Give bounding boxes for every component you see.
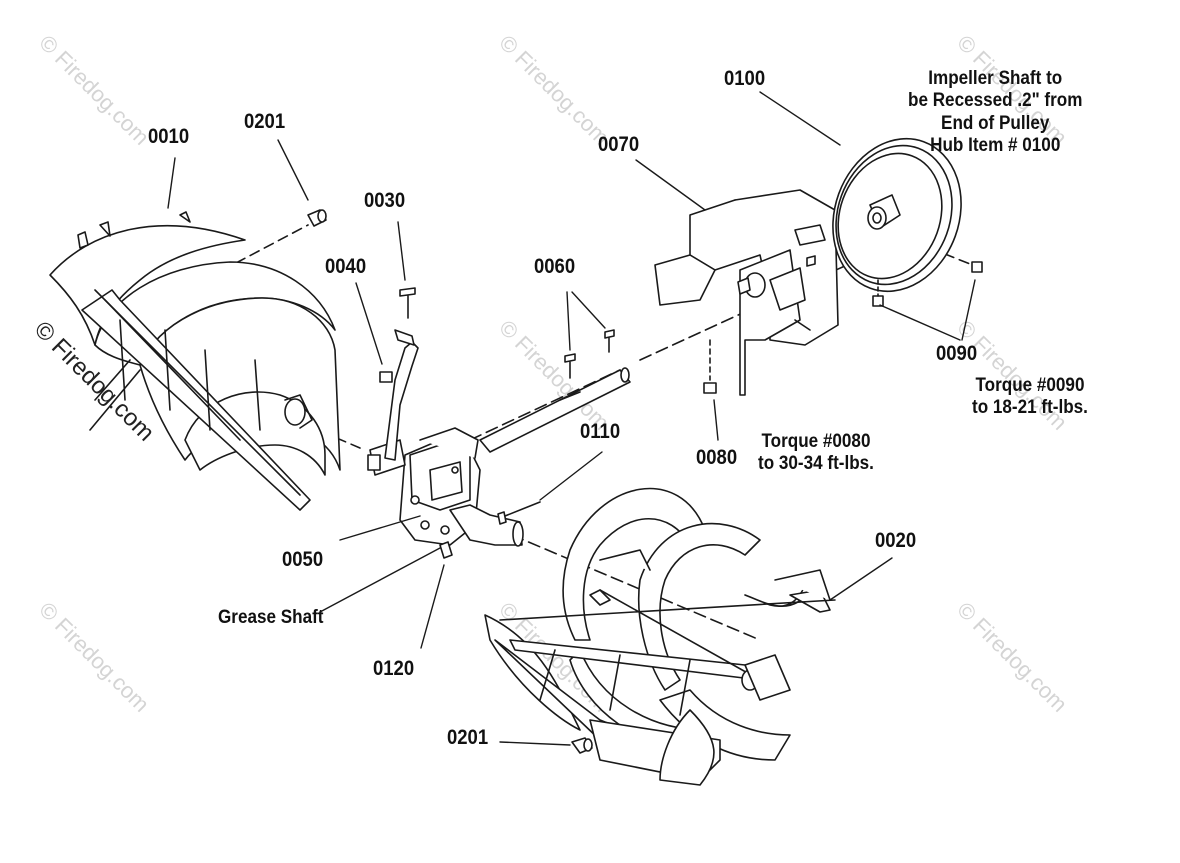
grease-fitting-top: [307, 209, 327, 227]
gearbox: [367, 367, 631, 547]
clip-0120: [439, 541, 453, 559]
note-line: Impeller Shaft to: [928, 68, 1063, 89]
part-label-0010: 0010: [148, 125, 190, 148]
part-label-0050: 0050: [282, 548, 324, 571]
part-label-0020: 0020: [875, 529, 917, 552]
pulley: [832, 137, 962, 293]
crank-rod: [379, 287, 419, 461]
torque-0090-note: Torque #0090 to 18-21 ft-lbs.: [972, 375, 1088, 420]
torque-0080-note: Torque #0080 to 30-34 ft-lbs.: [758, 431, 874, 476]
shaft-centerline: [511, 534, 761, 641]
part-label-0080: 0080: [696, 446, 738, 469]
note-line: Torque #0090: [975, 375, 1085, 396]
note-line: be Recessed .2" from: [908, 90, 1083, 112]
right-auger: [484, 487, 836, 786]
impeller: [654, 189, 839, 396]
part-label-0120: 0120: [373, 657, 415, 680]
part-label-0100: 0100: [724, 67, 766, 90]
part-label-0090: 0090: [936, 342, 978, 365]
part-label-0030: 0030: [364, 189, 406, 212]
shear-bolts: [564, 329, 615, 379]
part-label-0040: 0040: [325, 255, 367, 278]
bolt-0110: [497, 501, 541, 525]
note-line: Torque #0080: [761, 431, 871, 452]
note-line: End of Pulley: [941, 112, 1050, 134]
part-label-0201-bottom: 0201: [447, 726, 489, 749]
shaft-centerline: [235, 224, 309, 264]
left-auger: [49, 211, 341, 511]
note-line: to 18-21 ft-lbs.: [972, 397, 1088, 419]
part-label-0201-top: 0201: [244, 110, 286, 133]
bolt-0090: [872, 261, 983, 307]
grease-shaft-note: Grease Shaft: [218, 607, 324, 628]
impeller-shaft-note: Impeller Shaft to be Recessed .2" from E…: [908, 68, 1082, 158]
leader-lines: [167, 91, 976, 746]
part-label-0110: 0110: [580, 420, 621, 443]
part-label-0060: 0060: [534, 255, 576, 278]
grease-fitting-bottom: [571, 737, 593, 754]
note-line: to 30-34 ft-lbs.: [758, 453, 874, 475]
note-line: Hub Item # 0100: [930, 135, 1061, 157]
bolt-0080: [703, 339, 717, 394]
part-label-0070: 0070: [598, 133, 640, 156]
